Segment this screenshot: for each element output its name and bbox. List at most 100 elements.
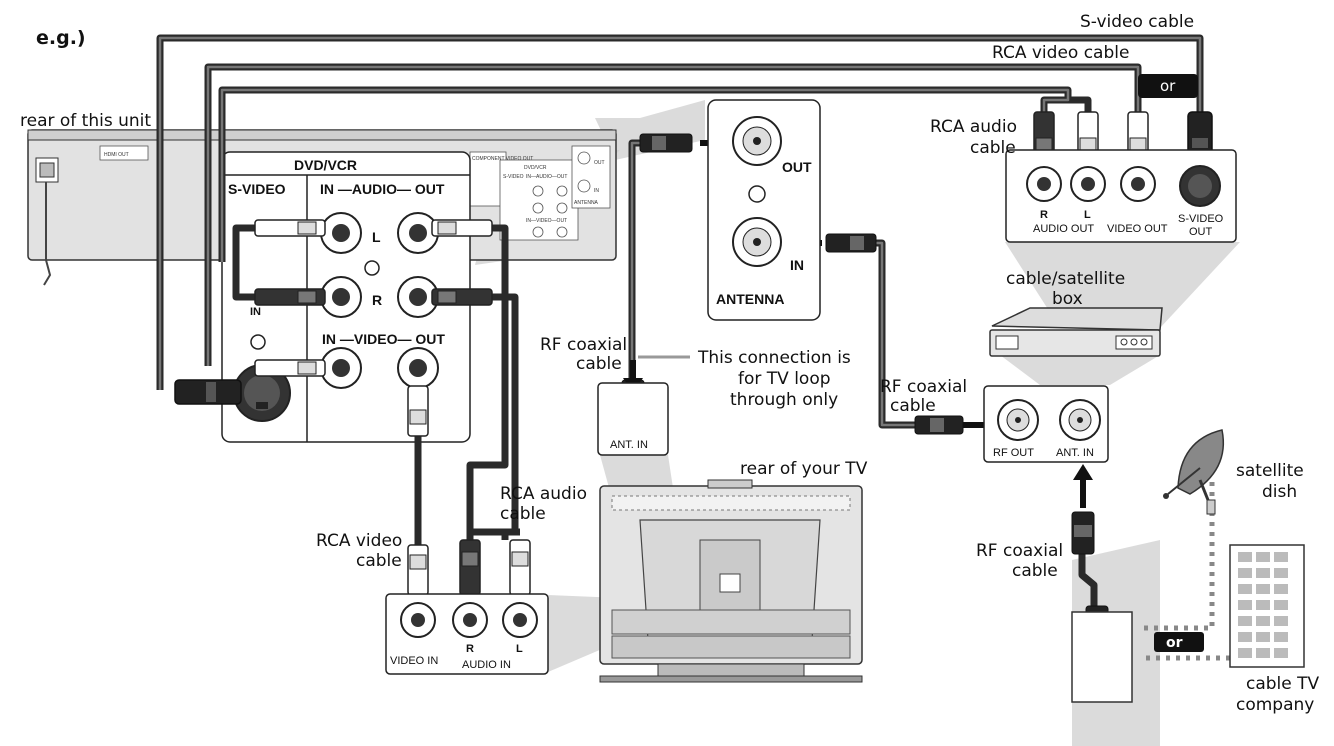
rf-coax-2-label-a: RF coaxial xyxy=(880,377,967,397)
tiny-svideo-label: S-VIDEO xyxy=(503,174,524,180)
tiny-antenna-label: ANTENNA xyxy=(574,200,599,206)
rf-coax-2-label-b: cable xyxy=(890,396,936,416)
plug-audio-out-r xyxy=(431,288,493,306)
rca-audio-cable-mid-label-1: RCA audio xyxy=(500,484,587,504)
unit-in-label: IN xyxy=(250,306,261,318)
unit-panel-title: DVD/VCR xyxy=(294,157,357,173)
video-out-jack xyxy=(397,347,439,389)
cable-box-label-1: cable/satellite xyxy=(1006,269,1125,289)
or-badge-top: or xyxy=(1138,74,1198,98)
rca-video-cable-mid-label-1: RCA video xyxy=(316,531,402,551)
box-ant-in-jack xyxy=(1059,399,1101,441)
unit-audio-left-label: L xyxy=(372,229,381,245)
rf-coax-3-label-b: cable xyxy=(1012,561,1058,581)
loop-note-line-1: This connection is xyxy=(697,348,851,368)
audio-in-l-jack xyxy=(320,212,362,254)
plug-rf-unit-out xyxy=(639,133,693,153)
tv-audio-in-label: AUDIO IN xyxy=(462,659,511,671)
box-audio-r-jack xyxy=(1026,166,1062,202)
satellite-dish-label-2: dish xyxy=(1262,482,1297,502)
tiny-component-label: COMPONENT VIDEO OUT xyxy=(472,156,533,162)
unit-audio-right-label: R xyxy=(372,292,382,308)
loop-note-line-2: for TV loop xyxy=(738,369,831,389)
box-svideo-out-label-1: S-VIDEO xyxy=(1178,213,1224,225)
wall-plate xyxy=(1071,611,1133,703)
tv-r-label: R xyxy=(466,643,474,655)
cable-satellite-box xyxy=(989,307,1163,357)
rf-coax-3-label-a: RF coaxial xyxy=(976,541,1063,561)
box-rf-out-label: RF OUT xyxy=(993,447,1034,459)
box-r-label: R xyxy=(1040,209,1048,221)
cable-tv-label-1: cable TV xyxy=(1246,674,1320,694)
unit-video-header: IN —VIDEO— OUT xyxy=(322,331,445,347)
plug-tv-l xyxy=(509,539,531,596)
audio-in-r-jack xyxy=(320,276,362,318)
tiny-in-label: IN xyxy=(594,188,599,194)
or-badge-bottom: or xyxy=(1154,632,1204,652)
rca-video-cable-mid-label-2: cable xyxy=(356,551,402,571)
box-svideo-out-label-2: OUT xyxy=(1189,226,1213,238)
antenna-in-jack xyxy=(732,217,782,267)
tv-video-in-jack xyxy=(400,602,436,638)
plug-video-out xyxy=(407,385,429,437)
cables xyxy=(156,34,1230,661)
plug-tv-r xyxy=(459,539,481,596)
box-rf-out-jack xyxy=(997,399,1039,441)
box-output-panel: R L AUDIO OUT VIDEO OUT S-VIDEO OUT xyxy=(1005,149,1237,243)
tiny-out-label: OUT xyxy=(594,160,605,166)
antenna-screw xyxy=(748,185,766,203)
plug-video-in xyxy=(254,359,326,377)
box-audio-out-label: AUDIO OUT xyxy=(1033,223,1094,235)
tv-audio-r-jack xyxy=(452,602,488,638)
box-svideo-jack xyxy=(1179,165,1221,207)
tiny-audio-label: IN—AUDIO—OUT xyxy=(526,174,567,180)
tv-ant-in-label: ANT. IN xyxy=(610,439,648,451)
unit-audio-header: IN —AUDIO— OUT xyxy=(320,181,445,197)
cable-box-label-2: box xyxy=(1052,289,1083,309)
unit-screw-2 xyxy=(250,334,266,350)
plug-audio-in-r xyxy=(254,288,326,306)
box-outputs-shade xyxy=(1005,242,1240,328)
cable-tv-label-2: company xyxy=(1236,695,1314,715)
box-rf-panel: RF OUT ANT. IN xyxy=(983,385,1109,463)
example-label: e.g.) xyxy=(36,27,86,49)
tiny-hdmi-label: HDMI OUT xyxy=(104,152,129,158)
tiny-video-label: IN—VIDEO—OUT xyxy=(526,218,567,224)
video-in-jack xyxy=(320,347,362,389)
antenna-out-label: OUT xyxy=(782,159,812,175)
box-ant-in-label: ANT. IN xyxy=(1056,447,1094,459)
rca-video-cable-top-label: RCA video cable xyxy=(992,43,1129,63)
plug-rf-unit-in xyxy=(825,233,877,253)
unit-screw-1 xyxy=(364,260,380,276)
rear-unit-label: rear of this unit xyxy=(20,111,151,131)
box-audio-l-jack xyxy=(1070,166,1106,202)
plug-tv-video xyxy=(407,544,429,596)
rca-audio-cable-mid-label-2: cable xyxy=(500,504,546,524)
rca-audio-cable-top-label-1: RCA audio xyxy=(930,117,1017,137)
antenna-panel: OUT IN ANTENNA xyxy=(707,99,821,321)
plug-rf-box-out xyxy=(914,415,964,435)
antenna-out-jack xyxy=(732,116,782,166)
rear-tv-label: rear of your TV xyxy=(740,459,868,479)
tv-video-in-label: VIDEO IN xyxy=(390,655,438,667)
unit-svideo-label: S-VIDEO xyxy=(228,181,286,197)
building-icon xyxy=(1229,544,1305,668)
svideo-in-jack xyxy=(233,364,291,422)
tiny-dvdvcr-label: DVD/VCR xyxy=(524,165,547,171)
rca-audio-cable-top-label-2: cable xyxy=(970,138,1016,158)
satellite-dish-label-1: satellite xyxy=(1236,461,1304,481)
tv-antenna-panel: ANT. IN xyxy=(597,382,669,456)
plug-audio-out-l xyxy=(431,219,493,237)
box-video-jack xyxy=(1120,166,1156,202)
rf-coax-1-label-b: cable xyxy=(576,354,622,374)
tv-rear xyxy=(599,479,863,683)
or-top-text: or xyxy=(1160,77,1176,95)
satellite-dish-icon xyxy=(1163,429,1225,515)
or-bottom-text: or xyxy=(1166,635,1183,651)
tv-input-panel: VIDEO IN R L AUDIO IN xyxy=(385,593,549,675)
plug-svideo-in xyxy=(174,379,242,405)
plug-audio-in-l xyxy=(254,219,326,237)
svideo-cable-label: S-video cable xyxy=(1080,12,1194,32)
audio-out-l-jack xyxy=(397,212,439,254)
